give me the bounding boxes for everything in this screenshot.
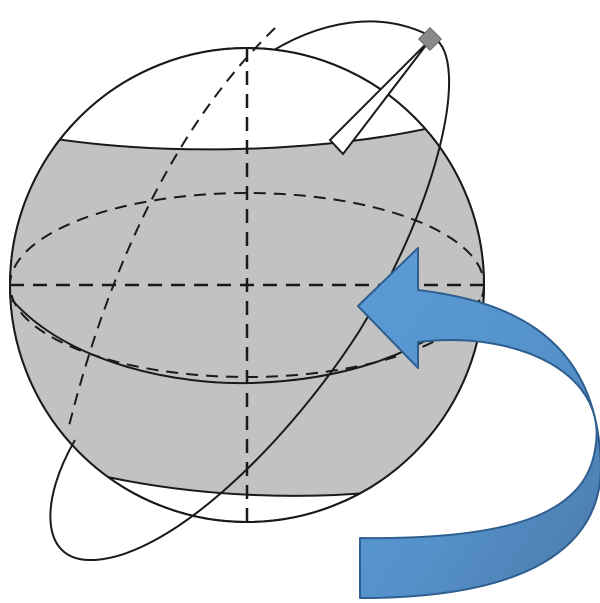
earth-orbit-diagram bbox=[0, 0, 600, 603]
diagram-canvas bbox=[0, 0, 600, 603]
